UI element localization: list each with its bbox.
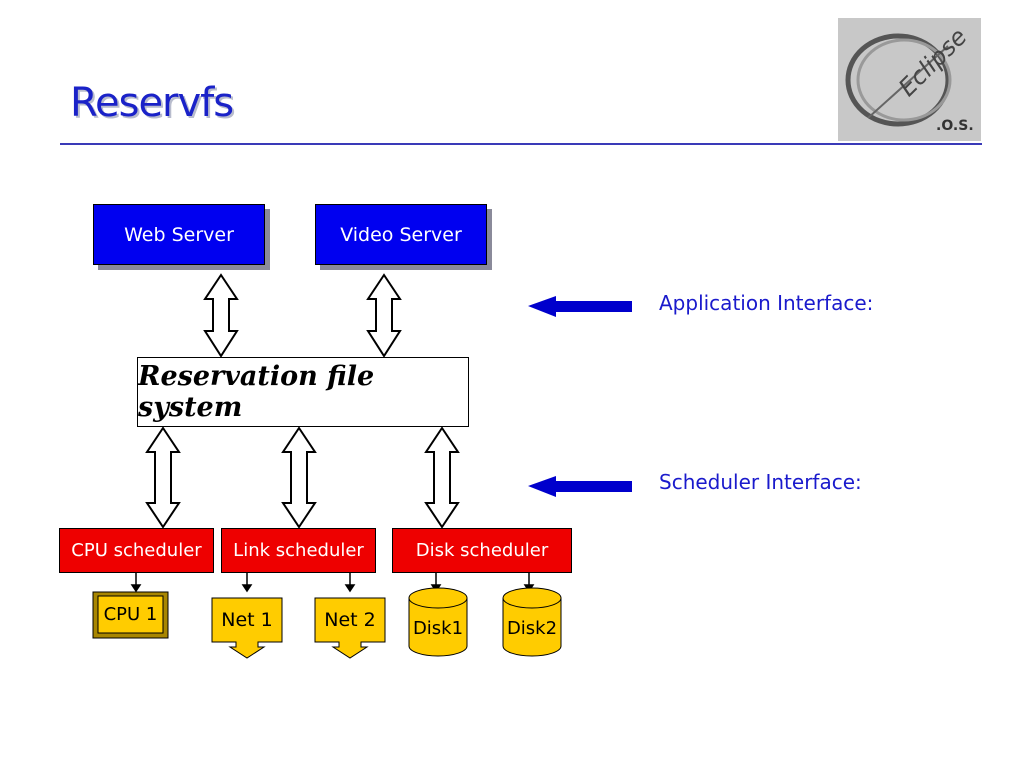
scheduler-interface-arrow: [528, 476, 632, 497]
svg-text:.O.S.: .O.S.: [936, 118, 974, 134]
cpu-chip-shape: [92, 591, 169, 639]
double-arrow-video: [366, 273, 402, 358]
title-divider: [60, 143, 982, 145]
disk2-label: Disk2: [506, 617, 558, 639]
small-down-arrows: [130, 573, 535, 593]
double-arrow-web: [203, 273, 239, 358]
double-arrow-cpu: [145, 426, 181, 529]
net1-label: Net 1: [221, 609, 273, 631]
reservation-file-system-box: Reservation file system: [137, 357, 469, 427]
scheduler-interface-label: Scheduler Interface:: [659, 470, 862, 494]
disk-scheduler-box: Disk scheduler: [392, 528, 572, 573]
net2-label: Net 2: [324, 609, 376, 631]
application-interface-arrow: [528, 296, 632, 317]
net1-callout-shape: [211, 597, 283, 659]
disk2-cylinder-shape: [502, 587, 562, 657]
double-arrow-link: [281, 426, 317, 529]
cpu-scheduler-box: CPU scheduler: [59, 528, 214, 573]
slide-title: Reservfs: [70, 80, 234, 126]
eclipse-logo-icon: Eclipse .O.S.: [845, 23, 974, 134]
web-server-box: Web Server: [93, 204, 265, 265]
application-interface-label: Application Interface:: [659, 291, 874, 315]
video-server-box: Video Server: [315, 204, 487, 265]
net2-callout-shape: [314, 597, 386, 659]
link-scheduler-box: Link scheduler: [221, 528, 376, 573]
cpu1-label: CPU 1: [103, 604, 158, 625]
disk1-label: Disk1: [412, 617, 464, 639]
double-arrow-disk: [424, 426, 460, 529]
eclipse-os-logo: Eclipse .O.S.: [838, 18, 981, 141]
disk1-cylinder-shape: [408, 587, 468, 657]
